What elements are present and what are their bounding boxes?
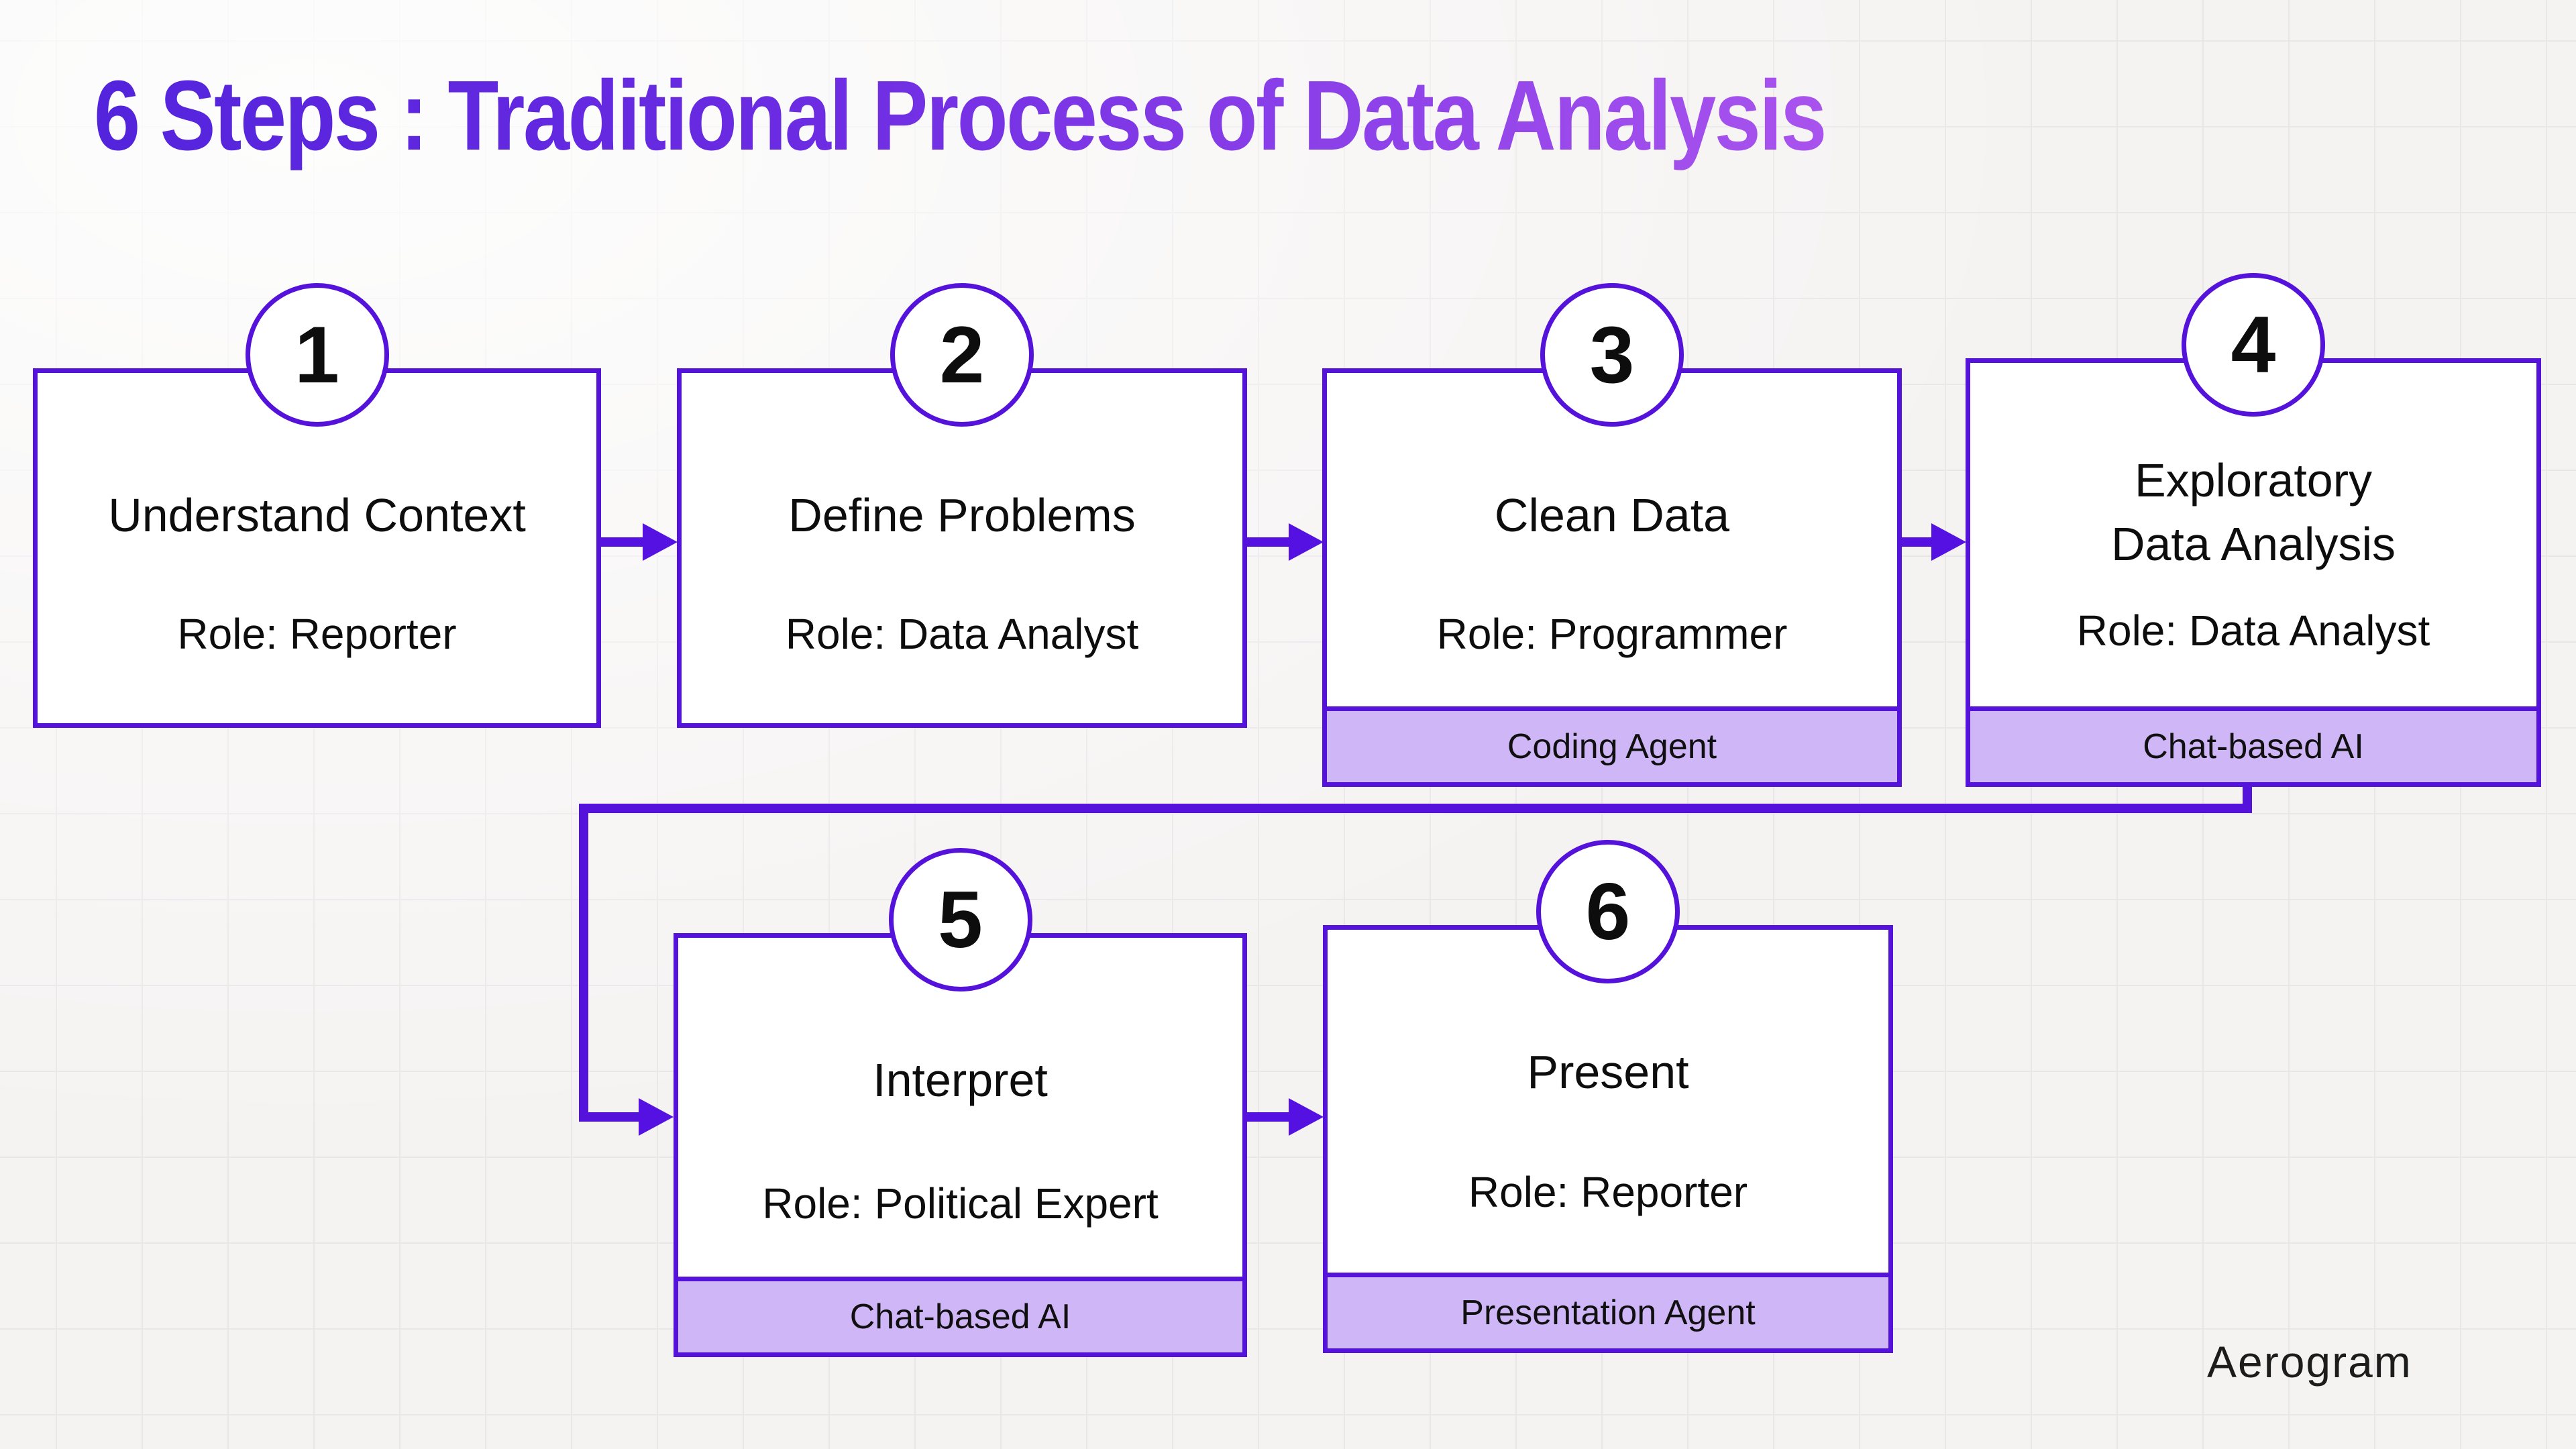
step-role: Role: Political Expert [762, 1179, 1159, 1228]
arrow-head-icon [1931, 523, 1966, 561]
step-title-line1: Exploratory [2134, 454, 2373, 506]
step-circle-5: 5 [888, 848, 1032, 991]
arrow-shaft [601, 537, 643, 547]
step-circle-2: 2 [890, 283, 1034, 427]
arrow-head-icon [643, 523, 678, 561]
step-footer-badge: Chat-based AI [678, 1277, 1242, 1352]
connector-horizontal-line [579, 804, 2252, 813]
step-circle-4: 4 [2182, 273, 2325, 417]
step-title: Understand Context [108, 489, 526, 541]
connector-left-drop-line [579, 804, 588, 1122]
step-title: Present [1527, 1046, 1689, 1098]
step-role: Role: Reporter [177, 610, 457, 658]
step-number: 3 [1589, 310, 1635, 400]
arrow-step5-to-step6-icon [1247, 1098, 1324, 1136]
step-title: Define Problems [788, 489, 1136, 541]
step-number: 4 [2231, 300, 2276, 390]
step-role: Role: Reporter [1468, 1168, 1748, 1216]
step-circle-6: 6 [1536, 840, 1680, 983]
step-role: Role: Programmer [1436, 610, 1788, 658]
arrow-step1-to-step2-icon [601, 523, 678, 561]
page-title: 6 Steps : Traditional Process of Data An… [94, 59, 1827, 173]
step-box-6: 6 Present Role: Reporter Presentation Ag… [1323, 840, 1893, 1353]
step-title-line2: Data Analysis [2110, 518, 2396, 570]
arrow-head-icon [1289, 1098, 1324, 1136]
step-box-5: 5 Interpret Role: Political Expert Chat-… [674, 848, 1247, 1357]
step-number: 6 [1585, 867, 1631, 957]
step-title: Clean Data [1494, 489, 1730, 541]
step-box-2: 2 Define Problems Role: Data Analyst [677, 283, 1247, 728]
step-box-3: 3 Clean Data Role: Programmer Coding Age… [1322, 283, 1902, 787]
arrow-head-icon [1289, 523, 1324, 561]
step-footer-badge: Coding Agent [1327, 706, 1897, 782]
step-number: 5 [938, 875, 983, 965]
connector-arrow-head-icon [639, 1098, 674, 1136]
logo-text: Aerogram [2207, 1337, 2412, 1387]
arrow-shaft [1247, 537, 1289, 547]
step-number: 1 [294, 310, 339, 400]
step-circle-1: 1 [245, 283, 389, 427]
step-footer-badge: Chat-based AI [1970, 706, 2536, 782]
step-box-1: 1 Understand Context Role: Reporter [33, 283, 601, 728]
step-role: Role: Data Analyst [785, 610, 1139, 658]
arrow-shaft [1247, 1112, 1289, 1122]
step-title: Interpret [873, 1054, 1048, 1106]
step-footer-badge: Presentation Agent [1328, 1273, 1888, 1348]
arrow-step3-to-step4-icon [1902, 523, 1966, 561]
step-role: Role: Data Analyst [2076, 606, 2430, 655]
connector-into-step5-shaft [588, 1112, 639, 1122]
arrow-step2-to-step3-icon [1247, 523, 1324, 561]
arrow-shaft [1902, 537, 1932, 547]
step-number: 2 [939, 310, 985, 400]
step-circle-3: 3 [1540, 283, 1684, 427]
